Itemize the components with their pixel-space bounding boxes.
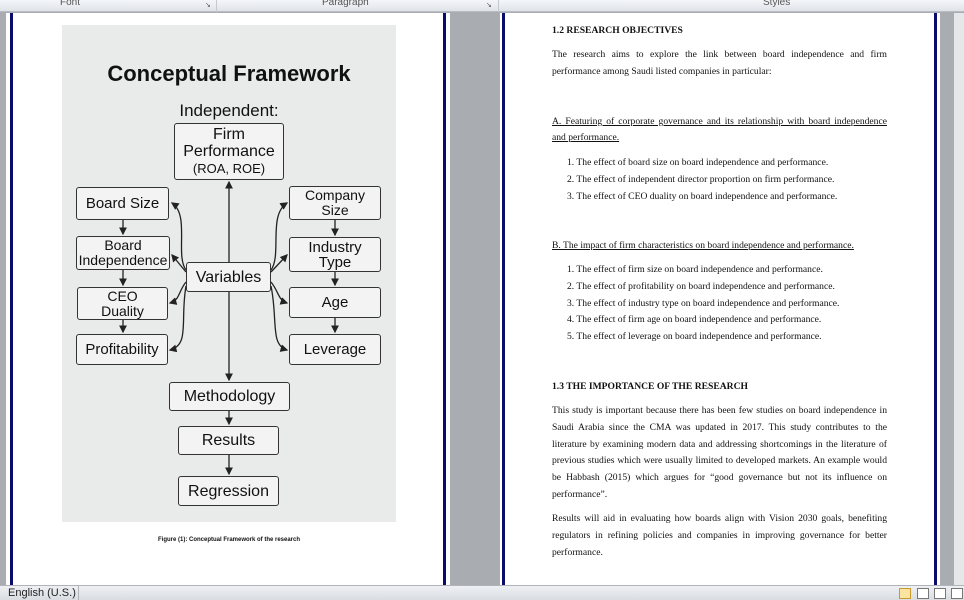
list-item: 1. The effect of firm size on board inde…	[567, 264, 823, 275]
paragraph-line: performance.	[552, 547, 603, 558]
language-indicator[interactable]: English (U.S.)	[8, 587, 76, 599]
font-dialog-launcher-icon[interactable]: ↘	[205, 2, 211, 9]
ribbon-group-labels: Font ↘ Paragraph ↘ Styles	[0, 0, 964, 12]
heading-importance: 1.3 THE IMPORTANCE OF THE RESEARCH	[552, 381, 749, 392]
page-border	[10, 13, 13, 585]
box-leverage: Leverage	[289, 334, 381, 365]
paragraph-line: Results will aid in evaluating how board…	[552, 513, 887, 524]
subheading-a: and performance.	[552, 132, 620, 143]
subheading-a: A. Featuring of corporate governance and…	[552, 116, 887, 127]
box-methodology: Methodology	[169, 382, 290, 411]
ribbon-group-paragraph[interactable]: Paragraph	[322, 0, 369, 8]
paragraph-line: performance”.	[552, 489, 608, 500]
outline-view-icon[interactable]	[951, 588, 963, 599]
box-age: Age	[289, 287, 381, 318]
list-item: 2. The effect of independent director pr…	[567, 174, 835, 185]
box-results: Results	[178, 426, 279, 455]
page-right	[500, 13, 940, 585]
paragraph-line: previous studies which were usually limi…	[552, 455, 887, 466]
subheading-b: B. The impact of firm characteristics on…	[552, 240, 854, 251]
heading-research-objectives: 1.2 RESEARCH OBJECTIVES	[552, 25, 683, 36]
list-item: 3. The effect of CEO duality on board in…	[567, 191, 838, 202]
box-company-size: Company Size	[289, 186, 381, 220]
figure-subtitle: Independent:	[179, 101, 279, 120]
paragraph-line: The research aims to explore the link be…	[552, 49, 887, 60]
firm-performance-measures: (ROA, ROE)	[192, 161, 266, 176]
vertical-scrollbar[interactable]	[954, 13, 964, 585]
figure-caption: Figure (1): Conceptual Framework of the …	[157, 537, 301, 543]
box-board-independence: Board Independence	[76, 236, 170, 270]
ribbon-group-styles[interactable]: Styles	[763, 0, 791, 8]
page-border	[443, 13, 446, 585]
firm-performance-label: Firm Performance	[183, 126, 275, 160]
print-layout-view-icon[interactable]	[899, 588, 911, 599]
ribbon-group-font[interactable]: Font	[60, 0, 81, 8]
box-profitability: Profitability	[76, 334, 168, 365]
box-industry-type: Industry Type	[289, 237, 381, 272]
box-regression: Regression	[178, 476, 279, 506]
list-item: 2. The effect of profitability on board …	[567, 281, 835, 292]
page-border	[502, 13, 505, 585]
paragraph-dialog-launcher-icon[interactable]: ↘	[486, 2, 492, 9]
paragraph-line: be Habbash (2015) which argues for “good…	[552, 472, 887, 483]
full-screen-reading-view-icon[interactable]	[917, 588, 929, 599]
list-item: 3. The effect of industry type on board …	[567, 298, 840, 309]
box-firm-performance: Firm Performance (ROA, ROE)	[174, 123, 284, 180]
list-item: 4. The effect of firm age on board indep…	[567, 314, 822, 325]
paragraph-line: This study is important because there ha…	[552, 405, 887, 416]
list-item: 5. The effect of leverage on board indep…	[567, 331, 822, 342]
web-layout-view-icon[interactable]	[934, 588, 946, 599]
page-border	[934, 13, 937, 585]
box-ceo-duality: CEO Duality	[77, 287, 168, 320]
box-variables: Variables	[186, 262, 271, 292]
paragraph-line: Saudi Arabia since the CMA was updated i…	[552, 422, 887, 433]
paragraph-line: literature by examining modern data and …	[552, 439, 887, 450]
figure-title: Conceptual Framework	[107, 61, 351, 86]
list-item: 1. The effect of board size on board ind…	[567, 157, 829, 168]
box-board-size: Board Size	[76, 187, 169, 220]
paragraph-line: performance among Saudi listed companies…	[552, 66, 772, 77]
status-bar: English (U.S.)	[0, 585, 964, 600]
paragraph-line: regulators in refining policies and comp…	[552, 530, 887, 541]
